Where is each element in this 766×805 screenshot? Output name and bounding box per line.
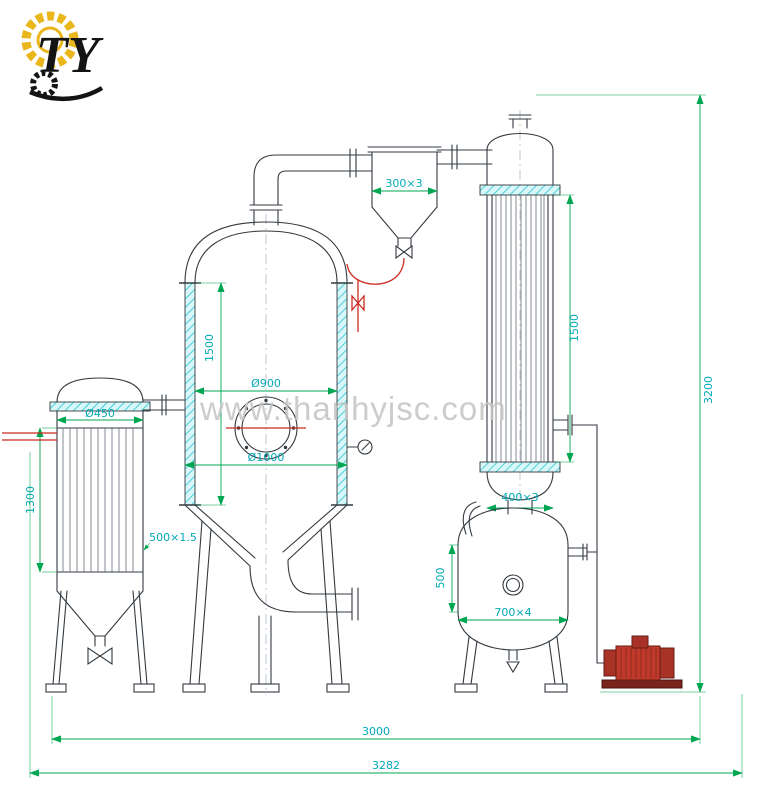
column-tubes — [495, 195, 545, 462]
logo-text: TY — [36, 27, 104, 84]
pump-base — [601, 679, 683, 689]
dim-label-condenser-diameter: Ø450 — [85, 407, 115, 420]
gear-icon — [21, 11, 79, 69]
dim-label-overall-height: 3200 — [702, 376, 715, 404]
pump-casing — [603, 649, 617, 677]
dim-label-receiver-height: 500 — [434, 568, 447, 589]
heat-exchanger-column: 1500 400×3 — [479, 110, 581, 515]
dim-label-cyclone-size: 300×3 — [385, 177, 422, 190]
company-logo: TY — [21, 11, 104, 102]
motor-fan-cover — [659, 647, 675, 679]
dim-label-receiver-size: 700×4 — [494, 606, 531, 619]
dim-label-overall-width: 3282 — [372, 759, 400, 772]
dim-label-column-size: 400×3 — [501, 491, 538, 504]
manway-bolts — [236, 398, 296, 458]
dim-label-evaporator-inner-diameter: Ø900 — [251, 377, 281, 390]
drain-valve-icon — [87, 646, 113, 666]
dim-label-condenser-shell: 500×1.5 — [149, 531, 197, 544]
left-condenser-vessel: Ø450 1300 500×1.5 — [24, 377, 197, 693]
receiver-vessel: 500 700×4 — [434, 501, 588, 693]
overall-dimensions: 3200 3000 3282 — [29, 94, 743, 778]
cyclone-separator: 300×3 — [367, 144, 493, 260]
red-valve-icon — [351, 294, 365, 312]
cyclone-valve-icon — [395, 244, 413, 260]
sight-glass-icon — [502, 574, 524, 596]
pressure-gauge-icon — [357, 439, 373, 455]
pump-motor — [571, 424, 683, 689]
motor-fins — [620, 648, 657, 678]
dim-label-condenser-height: 1300 — [24, 486, 37, 514]
dim-label-overall-span: 3000 — [362, 725, 390, 738]
condenser-tubes — [62, 428, 134, 572]
dim-label-column-height: 1500 — [568, 314, 581, 342]
evaporator-vessel: 1500 Ø900 Ø1000 — [179, 148, 373, 695]
logo-swoosh — [29, 86, 104, 102]
dim-label-evaporator-outer-diameter: Ø1000 — [248, 451, 285, 464]
watermark-text: www.thanhyjsc.com — [199, 390, 507, 427]
dim-label-evaporator-height: 1500 — [203, 334, 216, 362]
gear-hub-icon — [36, 26, 64, 54]
motor-terminal-box — [631, 635, 649, 649]
process-piping — [2, 257, 405, 441]
motor-body — [615, 645, 661, 681]
